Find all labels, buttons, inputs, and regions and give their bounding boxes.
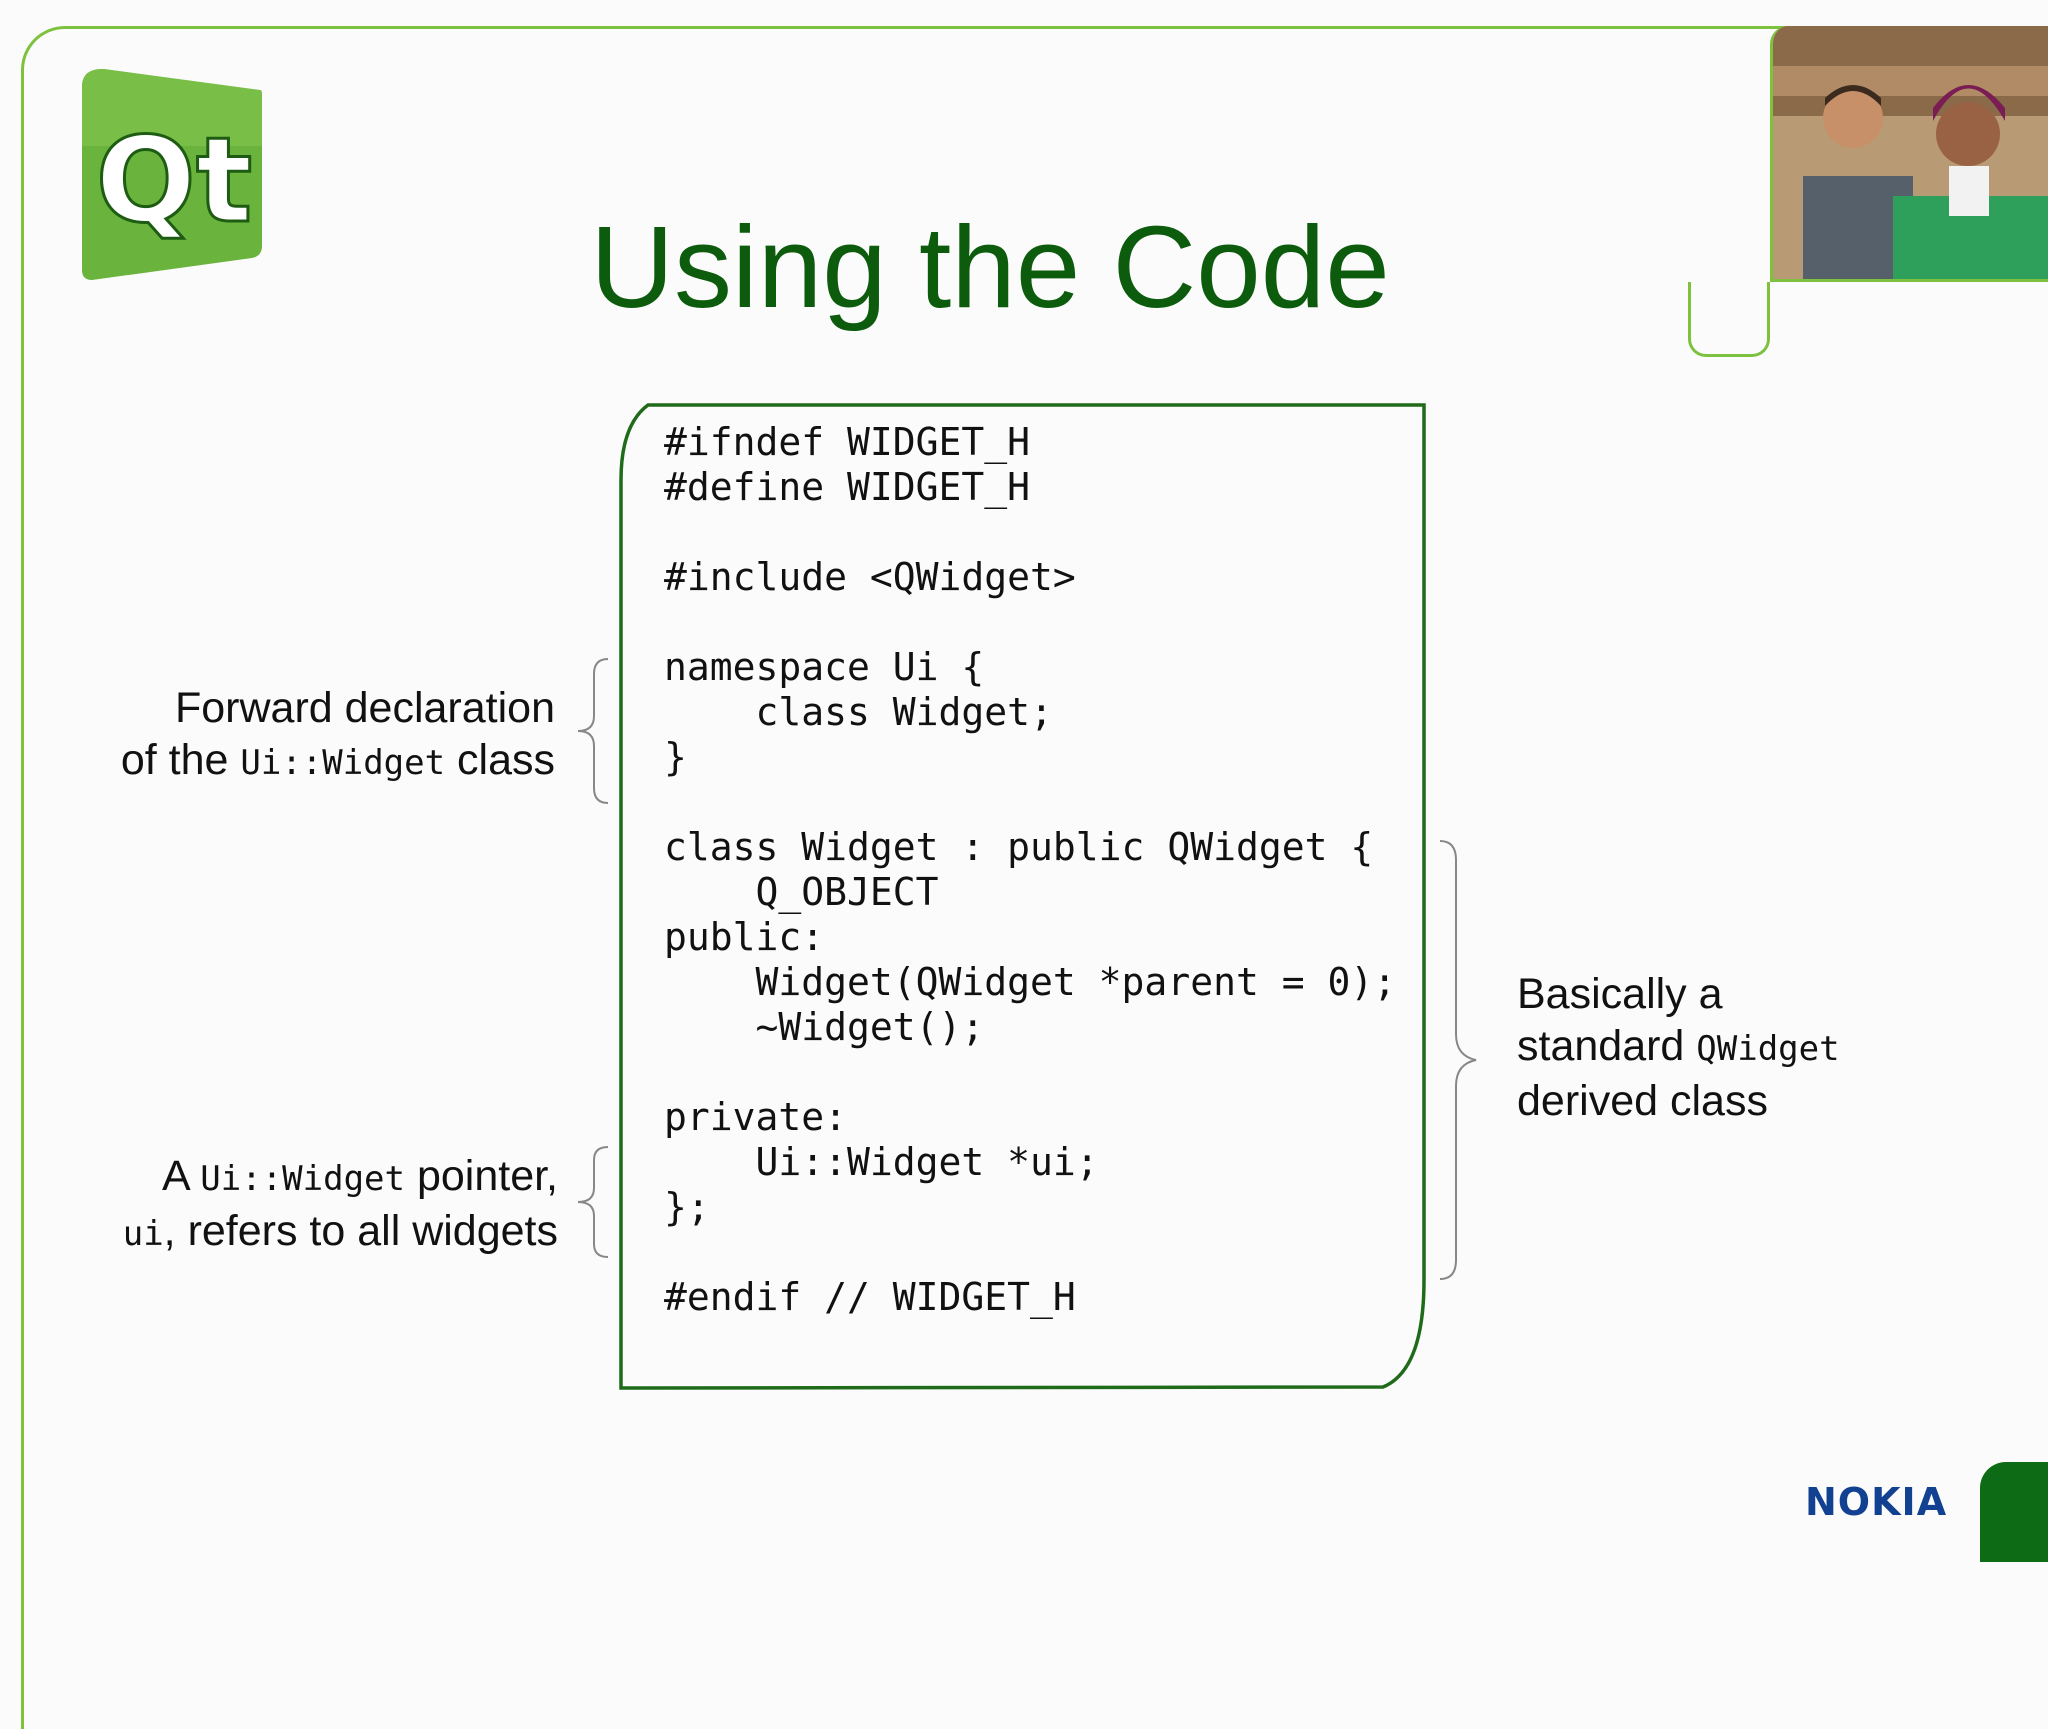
annotation-text: A (162, 1152, 201, 1200)
annotation-line: of the Ui::Widget class (121, 734, 555, 789)
left-brace-forward (577, 658, 609, 804)
annotation-text: class (445, 736, 555, 784)
code-line: namespace Ui { (664, 645, 985, 689)
code-line: #ifndef WIDGET_H (664, 420, 1031, 464)
code-line: } (664, 735, 687, 779)
annotation-code: Ui::Widget (240, 743, 446, 783)
page-title: Using the Code (590, 201, 1390, 332)
code-line: public: (664, 915, 825, 959)
code-box (619, 403, 1426, 1390)
photo-decoration (1688, 282, 1770, 357)
annotation-ui-pointer: A Ui::Widget pointer, ui, refers to all … (123, 1150, 558, 1260)
annotation-line: A Ui::Widget pointer, (123, 1150, 558, 1205)
annotation-forward-declaration: Forward declaration of the Ui::Widget cl… (121, 682, 555, 789)
annotation-line: Basically a (1517, 970, 1723, 1018)
code-line: private: (664, 1095, 848, 1139)
annotation-line: derived class (1517, 1077, 1768, 1125)
people-photo (1770, 26, 2048, 282)
code-line: class Widget; (664, 690, 1053, 734)
code-line: }; (664, 1185, 710, 1229)
annotation-text: of the (120, 736, 241, 784)
code-line: Widget(QWidget *parent = 0); (664, 960, 1397, 1004)
annotation-text: pointer, (405, 1152, 558, 1200)
nokia-logo: NOKIA (1805, 1480, 1948, 1524)
annotation-code: QWidget (1696, 1029, 1840, 1069)
corner-tab (1980, 1462, 2048, 1562)
annotation-line: ui, refers to all widgets (123, 1205, 558, 1260)
annotation-text: , refers to all widgets (163, 1207, 558, 1255)
qt-logo-text: Qt (96, 111, 253, 249)
annotation-line: standard QWidget (1517, 1020, 1840, 1075)
annotation-code: Ui::Widget (200, 1159, 405, 1199)
code-block: #ifndef WIDGET_H #define WIDGET_H #inclu… (664, 420, 1396, 1320)
code-line: ~Widget(); (664, 1005, 985, 1049)
qt-logo: Qt (82, 68, 262, 280)
annotation-derived-class: Basically a standard QWidget derived cla… (1517, 968, 1840, 1127)
annotation-code: ui (122, 1214, 164, 1254)
code-line: #define WIDGET_H (664, 465, 1031, 509)
code-line: class Widget : public QWidget { (664, 825, 1374, 869)
code-line: Ui::Widget *ui; (664, 1140, 1099, 1184)
annotation-line: Forward declaration (174, 684, 555, 732)
code-line: Q_OBJECT (664, 870, 939, 914)
annotation-text: standard (1517, 1022, 1697, 1070)
left-brace-pointer (577, 1146, 609, 1258)
slide-frame (21, 26, 2048, 1729)
code-line: #include <QWidget> (664, 555, 1076, 599)
right-brace-class (1439, 840, 1477, 1280)
code-line: #endif // WIDGET_H (664, 1275, 1076, 1319)
